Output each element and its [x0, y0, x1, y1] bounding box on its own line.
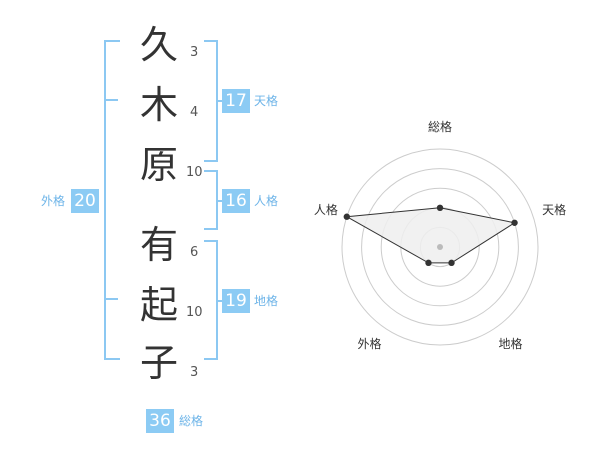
tenkaku-badge: 17: [222, 89, 250, 113]
radar-axis-label-2: 天格: [542, 202, 567, 217]
radar-point-3: [448, 259, 455, 267]
name-char-2: 木: [139, 83, 178, 127]
stroke-count-2: 4: [190, 105, 199, 120]
gaikaku-bracket-tick-bottom: [106, 298, 118, 300]
gaikaku-label: 外格: [41, 194, 66, 208]
jinkaku-label: 人格: [254, 194, 279, 208]
name-char-6: 子: [139, 341, 178, 385]
name-char-3: 原: [139, 143, 178, 187]
radar-point-5: [343, 213, 350, 220]
name-char-5: 起: [139, 283, 178, 327]
radar-area: [345, 207, 516, 264]
chikaku-label: 地格: [254, 294, 279, 308]
radar-ring: [361, 168, 519, 326]
stroke-count-4: 6: [190, 245, 199, 260]
radar-axis-label-3: 地格: [498, 337, 523, 352]
radar-center-dot: [437, 244, 443, 250]
stroke-count-3: 10: [186, 165, 203, 180]
radar-point-2: [511, 219, 518, 226]
stroke-count-1: 3: [190, 45, 199, 60]
radar-svg: [341, 148, 539, 346]
radar-ring: [341, 148, 539, 346]
radar-point-4: [425, 259, 432, 267]
gaikaku-bracket: [104, 40, 120, 360]
gaikaku-bracket-tick-top: [106, 99, 118, 101]
fortune-radar-chart: 総格天格地格 外格 人格: [300, 105, 600, 375]
tenkaku-bracket-tick: [216, 100, 222, 102]
radar-points: [343, 204, 518, 267]
radar-point-1: [436, 204, 444, 211]
chikaku-bracket-tick: [216, 300, 222, 302]
name-char-4: 有: [139, 223, 178, 267]
name-char-1: 久: [139, 23, 178, 67]
soukaku-label: 総格: [179, 414, 204, 428]
radar-ring: [380, 187, 500, 307]
stroke-count-5: 10: [186, 305, 203, 320]
tenkaku-label: 天格: [254, 94, 279, 108]
radar-axis-label-1: 総格: [428, 120, 453, 134]
jinkaku-bracket-tick: [216, 200, 222, 202]
gaikaku-badge: 20: [71, 189, 99, 213]
soukaku-badge: 36: [146, 409, 174, 433]
stroke-count-6: 3: [190, 365, 199, 380]
chikaku-badge: 19: [222, 289, 250, 313]
jinkaku-badge: 16: [222, 189, 250, 213]
radar-axis-label-4: 外格: [357, 337, 382, 352]
radar-axis-label-5: 人格: [313, 202, 338, 217]
